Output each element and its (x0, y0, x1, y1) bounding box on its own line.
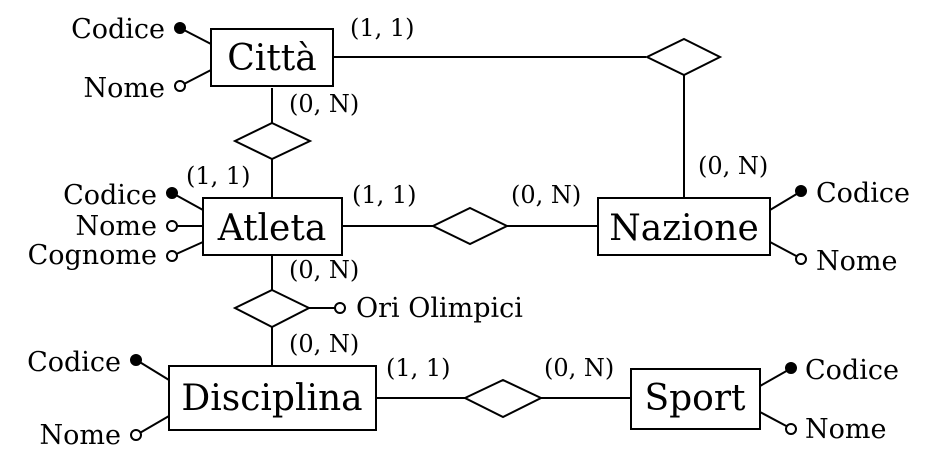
entity-box-disciplina (168, 365, 377, 431)
sport-nome-stem (759, 411, 791, 429)
attribute-label-atleta-cognome: Cognome (28, 240, 157, 271)
attribute-dot (166, 250, 178, 262)
attribute-label-citta-codice: Codice (71, 14, 165, 45)
disciplina-nome-stem (137, 415, 170, 435)
entity-box-atleta (202, 197, 343, 256)
entity-label-sport: Sport (644, 378, 746, 419)
key-attribute-dot (795, 185, 807, 197)
attribute-label-sport-codice: Codice (805, 355, 899, 386)
attribute-dot (785, 423, 797, 435)
attribute-label-citta-nome: Nome (84, 73, 165, 104)
cardinality-atleta-to-disciplina: (0, N) (289, 256, 359, 284)
cardinality-atleta-from-citta: (1, 1) (186, 162, 251, 190)
cardinality-sport-from-disciplina: (0, N) (544, 354, 614, 382)
attribute-label-atleta-codice: Codice (63, 180, 157, 211)
attribute-label-disciplina-codice: Codice (27, 347, 121, 378)
key-attribute-dot (130, 354, 142, 366)
entity-label-atleta: Atleta (217, 208, 327, 249)
attribute-label-disciplina-nome: Nome (40, 420, 121, 451)
attribute-label-sport-nome: Nome (805, 414, 886, 445)
cardinality-nazione-from-citta: (0, N) (698, 152, 768, 180)
entity-label-nazione: Nazione (609, 208, 759, 249)
cardinality-atleta-to-nazione: (1, 1) (352, 181, 417, 209)
entity-box-citta (210, 28, 334, 87)
relationship-diamond-citta-atleta (232, 121, 313, 161)
relationship-diamond-citta-nazione (644, 37, 723, 77)
attribute-label-nazione-codice: Codice (816, 178, 910, 209)
nazione-codice-stem (769, 191, 801, 211)
sport-codice-stem (759, 368, 791, 387)
attribute-dot (130, 429, 142, 441)
entity-box-nazione (597, 197, 771, 256)
attribute-dot (166, 220, 178, 232)
entity-label-disciplina: Disciplina (181, 378, 362, 419)
cardinality-nazione-from-atleta: (0, N) (511, 181, 581, 209)
attribute-label-nazione-nome: Nome (816, 246, 897, 277)
relationship-diamond-atleta-disciplina (232, 288, 312, 329)
entity-label-citta: Città (227, 38, 316, 79)
cardinality-citta-to-atleta: (0, N) (289, 90, 359, 118)
key-attribute-dot (166, 187, 178, 199)
key-attribute-dot (785, 362, 797, 374)
attribute-dot (334, 302, 346, 314)
atleta-codice-stem (173, 193, 204, 211)
atleta-cognome-stem (173, 241, 204, 256)
attribute-dot (795, 253, 807, 265)
disciplina-codice-stem (137, 360, 170, 381)
citta-nome-stem (181, 69, 212, 86)
cardinality-disciplina-from-atleta: (0, N) (289, 330, 359, 358)
nazione-nome-stem (769, 241, 801, 259)
cardinality-disciplina-to-sport: (1, 1) (386, 354, 451, 382)
attribute-label-ori-olimpici: Ori Olimpici (356, 293, 523, 324)
citta-codice-stem (181, 28, 212, 45)
attribute-label-atleta-nome: Nome (76, 211, 157, 242)
cardinality-citta-to-nazione: (1, 1) (350, 14, 415, 42)
entity-box-sport (630, 368, 761, 430)
relationship-diamond-disciplina-sport (462, 378, 544, 419)
key-attribute-dot (174, 22, 186, 34)
attribute-dot (174, 80, 186, 92)
relationship-diamond-atleta-nazione (430, 206, 510, 246)
